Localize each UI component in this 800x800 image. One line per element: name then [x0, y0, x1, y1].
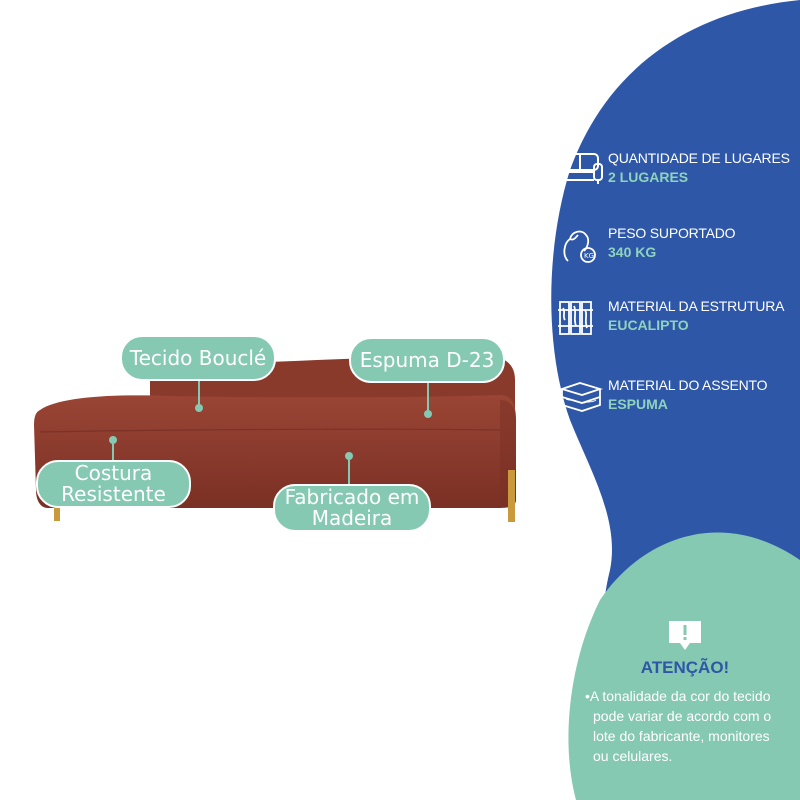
attention-line: ou celulares.	[593, 748, 673, 764]
person-weight-icon: KG	[563, 230, 596, 263]
wood-planks-icon	[558, 301, 593, 335]
dot-costura	[109, 436, 117, 444]
mint-panel	[568, 532, 800, 800]
sofa-seat-edge	[39, 428, 501, 433]
sofa-leg-left	[54, 506, 60, 521]
attention-line: lote do fabricante, monitores	[593, 728, 770, 744]
svg-text:KG: KG	[584, 252, 594, 260]
spec-value: ESPUMA	[608, 396, 668, 412]
spec-value: 340 KG	[608, 244, 657, 260]
alert-speech-icon	[669, 621, 701, 650]
spec-label: PESO SUPORTADO	[608, 225, 736, 241]
spec-value: 2 LUGARES	[608, 169, 689, 185]
spec-quantidade-lugares: QUANTIDADE DE LUGARES 2 LUGARES	[556, 150, 800, 194]
dot-espuma	[424, 410, 432, 418]
spec-material-assento: MATERIAL DO ASSENTO ESPUMA	[556, 377, 800, 421]
attention-text: •A tonalidade da cor do tecido pode vari…	[585, 686, 795, 766]
leader-costura	[112, 440, 114, 464]
dot-tecido	[195, 404, 203, 412]
sofa-leg-right	[508, 470, 515, 522]
sofa-icon	[557, 153, 603, 184]
attention-line: •A tonalidade da cor do tecido	[585, 688, 771, 704]
spec-material-estrutura: MATERIAL DA ESTRUTURA EUCALIPTO	[556, 298, 800, 342]
leader-tecido	[198, 376, 200, 406]
callout-tecido-boucle: Tecido Bouclé	[120, 335, 276, 381]
callout-fabricado-madeira: Fabricado em Madeira	[273, 484, 431, 532]
spec-value: EUCALIPTO	[608, 317, 689, 333]
spec-label: QUANTIDADE DE LUGARES	[608, 150, 790, 166]
spec-peso-suportado: KG PESO SUPORTADO 340 KG	[556, 225, 800, 269]
attention-line: pode variar de acordo com o	[593, 708, 772, 724]
dot-fabricado	[345, 452, 353, 460]
foam-layers-icon	[559, 382, 603, 412]
callout-costura-resistente: Costura Resistente	[36, 460, 191, 508]
leader-espuma	[427, 376, 429, 414]
spec-label: MATERIAL DO ASSENTO	[608, 377, 768, 393]
leader-fabricado	[348, 456, 350, 486]
attention-title: ATENÇÃO!	[640, 658, 730, 677]
spec-label: MATERIAL DA ESTRUTURA	[608, 298, 785, 314]
callout-espuma-d23: Espuma D-23	[349, 337, 505, 383]
